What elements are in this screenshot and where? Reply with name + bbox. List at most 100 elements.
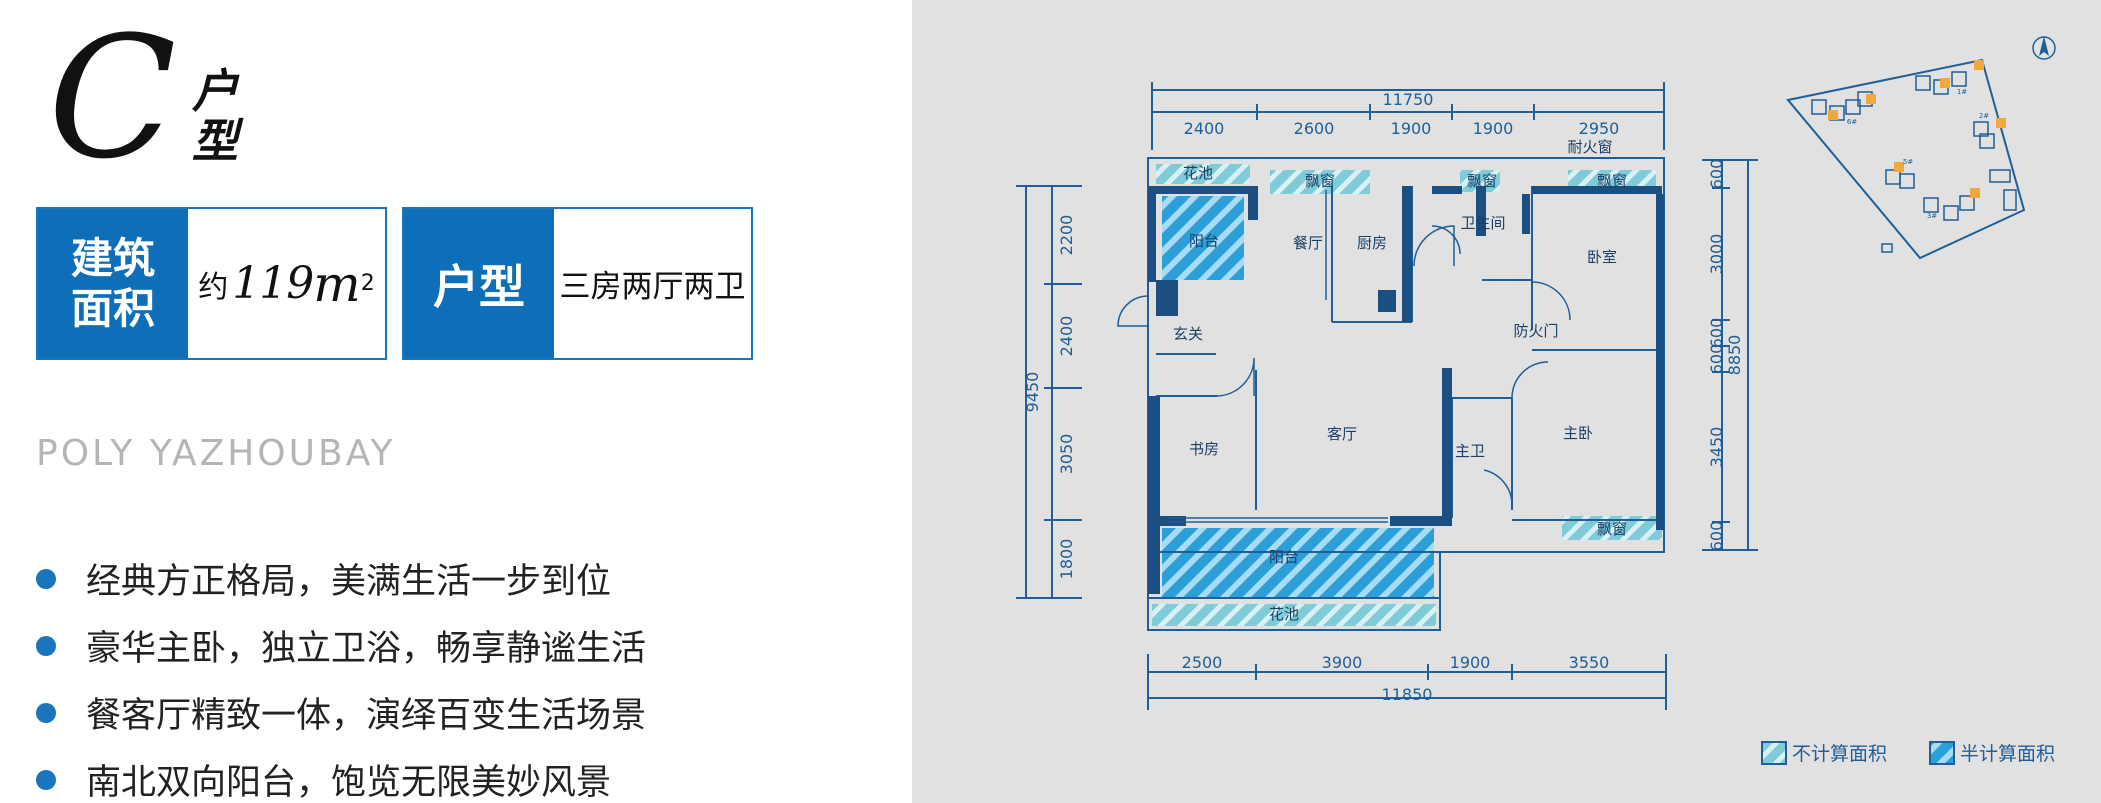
entrance-label: 玄关	[1173, 325, 1203, 343]
feature-item: 经典方正格局，美满生活一步到位	[36, 545, 646, 612]
dim-top: 2950	[1579, 119, 1620, 138]
feature-text: 餐客厅精致一体，演绎百变生活场景	[86, 696, 647, 736]
dim-bottom: 2500	[1182, 653, 1223, 672]
building-marker	[1970, 188, 1980, 198]
balcony-north	[1162, 196, 1244, 280]
dim-left: 2400	[1057, 316, 1076, 357]
master-bath-label: 主卫	[1455, 442, 1485, 460]
dim-left: 3050	[1057, 434, 1076, 475]
door-swings	[1117, 225, 1571, 507]
flower-bed-bottom	[1152, 604, 1436, 626]
bay-window	[1270, 170, 1370, 194]
dim-right: 3000	[1707, 234, 1726, 275]
unit-type-char-1: 户	[192, 64, 238, 118]
dim-bottom: 1900	[1450, 653, 1491, 672]
dim-right: 600	[1707, 318, 1726, 349]
dim-top: 2600	[1294, 119, 1335, 138]
bedroom-label: 卧室	[1587, 248, 1617, 266]
feature-item: 餐客厅精致一体，演绎百变生活场景	[36, 679, 646, 746]
dining-label: 餐厅	[1293, 234, 1323, 252]
dim-right: 600	[1707, 159, 1726, 190]
bullet-icon	[36, 568, 56, 589]
dim-bottom: 3900	[1322, 653, 1363, 672]
wall-outlines	[1147, 157, 1665, 631]
dim-left: 2200	[1057, 215, 1076, 256]
bay-window-label: 飘窗	[1597, 172, 1627, 190]
dim-top: 2400	[1184, 119, 1225, 138]
floor-plan-drawing: 11750 2400 2600 1900 1900 2950 2500 3900…	[1016, 36, 2056, 765]
living-label: 客厅	[1327, 425, 1357, 443]
dim-left: 1800	[1057, 539, 1076, 580]
building-label: 3#	[1927, 212, 1937, 220]
area-number: 119	[232, 258, 314, 309]
building-marker	[1866, 94, 1876, 104]
legend-swatch-unaccounted	[1761, 741, 1787, 765]
dimension-lines	[1016, 82, 1758, 710]
dim-bottom-total: 11850	[1382, 685, 1433, 704]
kitchen-label: 厨房	[1357, 234, 1387, 252]
flower-bed-top-label: 花池	[1183, 164, 1213, 182]
legend-label: 半计算面积	[1960, 743, 2055, 765]
windows	[1168, 190, 1388, 523]
building-label: 5#	[1903, 158, 1913, 166]
wall-solids	[1148, 186, 1664, 594]
plan-panel: 11750 2400 2600 1900 1900 2950 2500 3900…	[912, 0, 2101, 803]
balcony-south-label: 阳台	[1269, 548, 1299, 566]
area-value: 约 119 m 2	[188, 209, 385, 358]
feature-list: 经典方正格局，美满生活一步到位 豪华主卧，独立卫浴，畅享静谧生活 餐客厅精致一体…	[36, 545, 646, 803]
fire-door-label: 防火门	[1513, 322, 1558, 340]
bullet-icon	[36, 769, 56, 790]
dim-right-total: 8850	[1725, 335, 1744, 376]
unit-letter: C	[48, 0, 177, 196]
building-marker	[1974, 60, 1984, 70]
balcony-south	[1162, 528, 1434, 598]
feature-text: 豪华主卧，独立卫浴，畅享静谧生活	[86, 629, 647, 669]
building-marker	[1940, 78, 1950, 88]
dim-right: 600	[1707, 521, 1726, 552]
dim-right: 600	[1707, 344, 1726, 375]
layout-value: 三房两厅两卫	[559, 269, 746, 305]
dimension-labels: 11750 2400 2600 1900 1900 2950 2500 3900…	[1023, 90, 1744, 704]
building-marker	[1996, 118, 2006, 128]
feature-text: 经典方正格局，美满生活一步到位	[86, 562, 612, 602]
area-box: 建筑面积 约 119 m 2	[36, 207, 387, 360]
bay-window-label: 飘窗	[1467, 172, 1497, 190]
unit-type-char-2: 型	[192, 114, 238, 168]
area-label-text: 建筑面积	[70, 233, 155, 333]
english-project-name: POLY YAZHOUBAY	[36, 433, 396, 474]
layout-label: 户型	[404, 209, 554, 358]
building-label: 6#	[1847, 118, 1857, 126]
master-bedroom-label: 主卧	[1563, 424, 1593, 442]
dim-right: 3450	[1707, 427, 1726, 468]
area-unit: m	[313, 254, 361, 313]
guest-bath-label: 卫生间	[1460, 214, 1505, 232]
building-marker	[1894, 162, 1904, 172]
building-label: 2#	[1979, 112, 1989, 120]
dim-top: 1900	[1473, 119, 1514, 138]
dim-left-total: 9450	[1023, 372, 1042, 413]
info-panel: C 户 型 建筑面积 约 119 m 2 户型 三房两厅两卫 POLY YAZH…	[0, 0, 912, 803]
area-unit-sup: 2	[360, 271, 375, 296]
balcony-north-label: 阳台	[1189, 232, 1219, 250]
flower-bed-top	[1156, 164, 1250, 184]
bay-window-label: 飘窗	[1597, 520, 1627, 538]
flower-bed-bottom-label: 花池	[1269, 605, 1299, 623]
feature-item: 南北双向阳台，饱览无限美妙风景	[36, 746, 646, 803]
layout-box: 户型 三房两厅两卫	[402, 207, 753, 360]
unit-type-title: 户 型	[192, 66, 252, 166]
bay-window-label: 飘窗	[1305, 172, 1335, 190]
bullet-icon	[36, 635, 56, 656]
site-plan: 1# 2# 3# 5# 6#	[1786, 36, 2056, 260]
dim-top-total: 11750	[1383, 90, 1434, 109]
bullet-icon	[36, 702, 56, 723]
legend-label: 不计算面积	[1792, 743, 1887, 765]
legend: 不计算面积 半计算面积	[1761, 741, 2055, 765]
dim-bottom: 3550	[1569, 653, 1610, 672]
fire-window-label: 耐火窗	[1567, 138, 1612, 156]
compass-icon	[2032, 36, 2056, 60]
area-prefix: 约	[198, 269, 229, 305]
room-labels: 花池 飘窗 飘窗 飘窗 飘窗 耐火窗 阳台 餐厅 厨房 卫生间 卧室 玄关 防火…	[1173, 138, 1627, 623]
area-label: 建筑面积	[38, 209, 188, 358]
building-label: 1#	[1957, 88, 1967, 96]
bay-window	[1460, 170, 1500, 192]
